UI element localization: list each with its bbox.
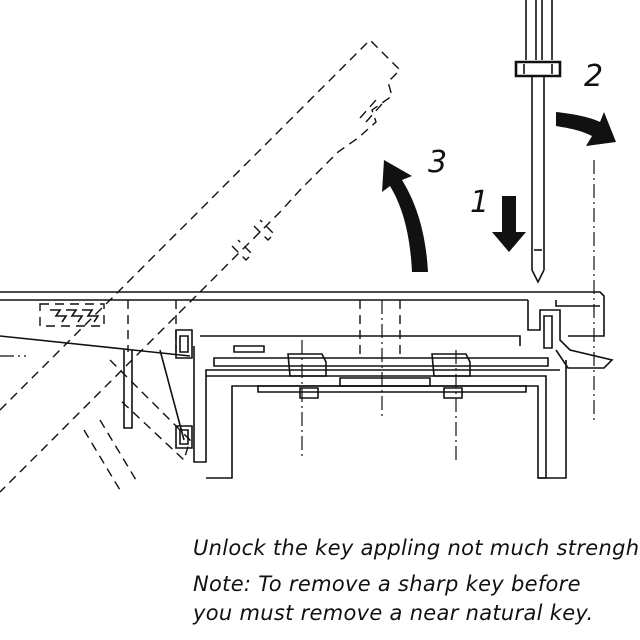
step-number-1: 1 <box>470 185 490 220</box>
step-number-3: 3 <box>428 145 448 180</box>
step-number-2: 2 <box>584 59 604 94</box>
curved-arrow-right-icon <box>556 112 616 146</box>
caption-instruction: Unlock the key appling not much strengh. <box>193 536 640 560</box>
keybed-frame <box>159 329 567 479</box>
lifted-key-outline <box>0 39 401 493</box>
caption-note-line1: Note: To remove a sharp key before <box>193 572 581 596</box>
caption-note-line2: you must remove a near natural key. <box>193 601 594 625</box>
curved-arrow-up-icon <box>382 160 428 272</box>
key-latch <box>527 300 614 369</box>
key-body <box>0 291 605 429</box>
arrow-down-icon <box>492 196 526 252</box>
screwdriver <box>514 0 562 284</box>
center-lines <box>0 160 595 460</box>
